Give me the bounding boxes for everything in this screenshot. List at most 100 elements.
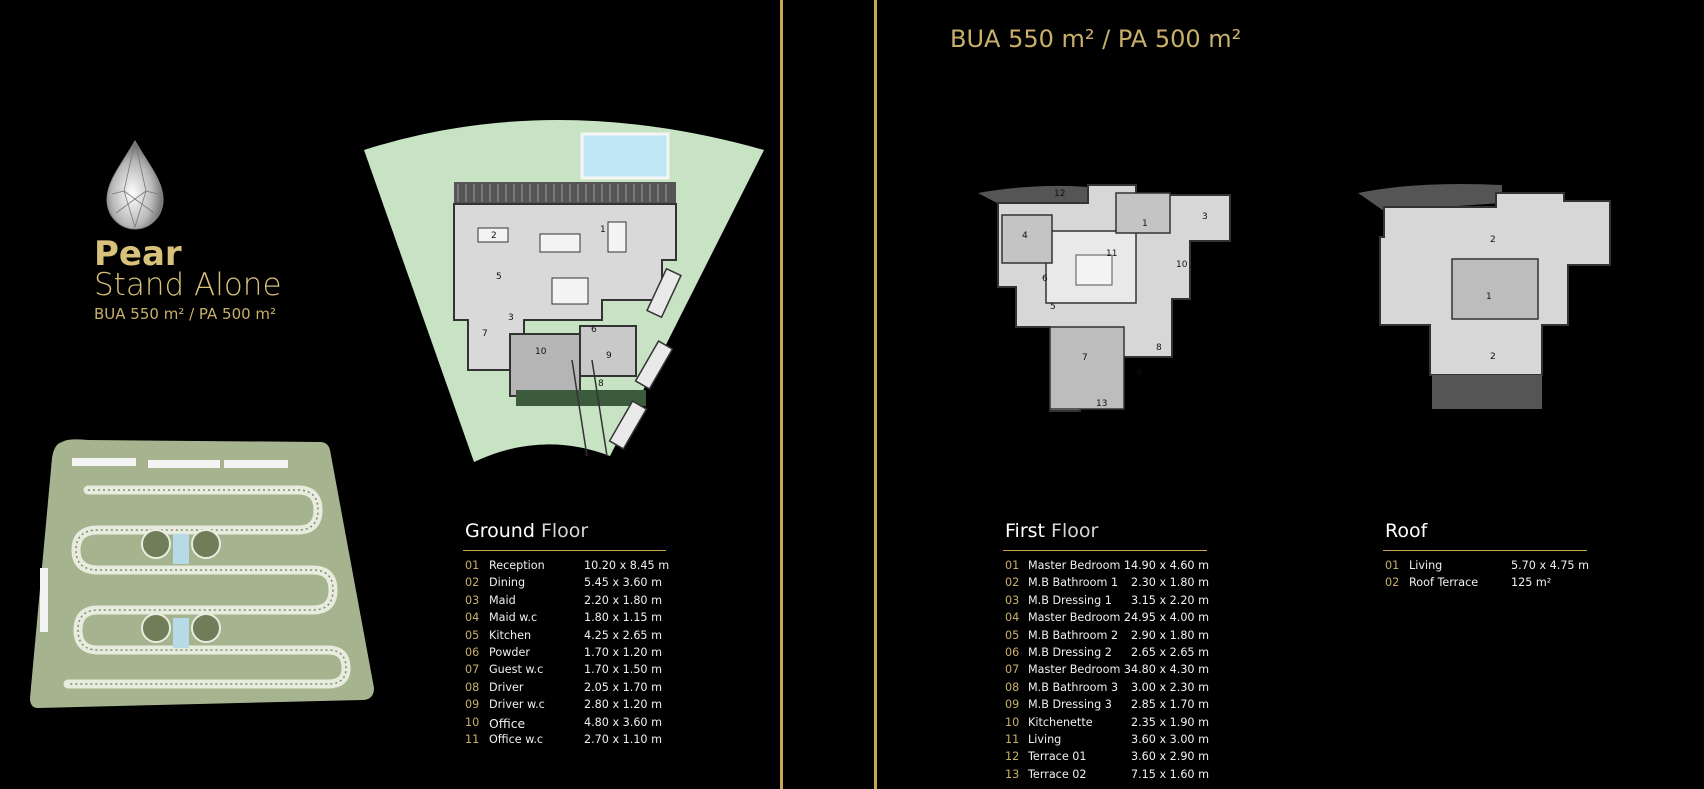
- first-floor-heading: First Floor: [1005, 520, 1098, 542]
- site-master-plan-image: [30, 439, 374, 708]
- room-name: M.B Bathroom 2: [1028, 628, 1119, 642]
- pear-diamond-icon: [106, 139, 164, 230]
- villa-subtitle: Stand Alone: [94, 267, 282, 303]
- room-dimensions: 4.80 x 3.60 m: [584, 715, 663, 729]
- room-dimensions: 4.90 x 4.60 m: [1131, 559, 1210, 572]
- room-name: Master Bedroom 2: [1028, 611, 1132, 625]
- room-row: 03 Maid 2.20 x 1.80 m: [465, 594, 725, 611]
- svg-text:2: 2: [1490, 235, 1496, 245]
- svg-text:7: 7: [482, 329, 488, 339]
- room-number: 01: [1385, 559, 1400, 572]
- room-name: Kitchenette: [1028, 715, 1093, 729]
- room-number: 09: [1005, 698, 1020, 712]
- room-name: Kitchen: [489, 628, 532, 642]
- room-number: 12: [1005, 750, 1020, 764]
- room-dimensions: 10.20 x 8.45 m: [584, 559, 670, 572]
- room-dimensions: 2.70 x 1.10 m: [584, 732, 663, 746]
- room-dimensions: 2.20 x 1.80 m: [584, 593, 663, 607]
- room-number: 11: [1005, 732, 1020, 746]
- villa-type-title: Pear: [94, 234, 182, 274]
- room-dimensions: 2.65 x 2.65 m: [1131, 645, 1210, 659]
- room-dimensions: 2.35 x 1.90 m: [1131, 715, 1210, 729]
- room-dimensions: 2.80 x 1.20 m: [584, 698, 663, 712]
- svg-text:2: 2: [491, 231, 497, 241]
- room-name: Maid w.c: [489, 611, 538, 625]
- room-name: Terrace 02: [1028, 767, 1087, 781]
- room-number: 08: [1005, 680, 1020, 694]
- room-row: 04 Maid w.c 1.80 x 1.15 m: [465, 611, 725, 628]
- room-name: Master Bedroom 1: [1028, 559, 1132, 572]
- room-row: 05 Kitchen 4.25 x 2.65 m: [465, 629, 725, 646]
- room-dimensions: 5.70 x 4.75 m: [1511, 559, 1590, 572]
- room-number: 07: [1005, 663, 1020, 677]
- room-dimensions: 1.70 x 1.20 m: [584, 645, 663, 659]
- room-number: 04: [465, 611, 480, 625]
- center-divider-right: [874, 0, 877, 789]
- room-number: 07: [465, 663, 480, 677]
- svg-text:1: 1: [1486, 292, 1492, 302]
- room-number: 03: [465, 593, 480, 607]
- svg-text:10: 10: [1176, 260, 1188, 270]
- room-name: Maid: [489, 593, 516, 607]
- room-dimensions: 2.90 x 1.80 m: [1131, 628, 1210, 642]
- room-row: 05 M.B Bathroom 2 2.90 x 1.80 m: [1005, 629, 1265, 646]
- room-number: 05: [465, 628, 480, 642]
- room-dimensions: 1.80 x 1.15 m: [584, 611, 663, 625]
- room-row: 10 Kitchenette 2.35 x 1.90 m: [1005, 716, 1265, 733]
- room-number: 13: [1005, 767, 1020, 781]
- svg-text:5: 5: [496, 272, 502, 282]
- svg-text:8: 8: [598, 379, 604, 389]
- ground-floor-heading-bold: Ground: [465, 520, 535, 542]
- room-name: Driver: [489, 680, 524, 694]
- room-dimensions: 2.30 x 1.80 m: [1131, 576, 1210, 590]
- first-floor-heading-bold: First: [1005, 520, 1045, 542]
- room-number: 01: [1005, 559, 1020, 572]
- ground-floor-heading: Ground Floor: [465, 520, 588, 542]
- area-summary-left: BUA 550 m² / PA 500 m²: [94, 305, 277, 323]
- room-dimensions: 2.85 x 1.70 m: [1131, 698, 1210, 712]
- svg-text:9: 9: [606, 351, 612, 361]
- room-number: 01: [465, 559, 480, 572]
- roof-plan: 122: [1358, 184, 1611, 409]
- room-dimensions: 2.05 x 1.70 m: [584, 680, 663, 694]
- first-floor-rule: [1003, 550, 1207, 551]
- svg-text:12: 12: [1054, 189, 1065, 199]
- svg-text:3: 3: [508, 313, 514, 323]
- room-number: 10: [1005, 715, 1020, 729]
- svg-text:13: 13: [1096, 399, 1107, 409]
- room-number: 09: [465, 698, 480, 712]
- svg-text:1: 1: [600, 225, 606, 235]
- room-dimensions: 4.25 x 2.65 m: [584, 628, 663, 642]
- room-name: Office: [489, 715, 526, 731]
- room-name: M.B Bathroom 1: [1028, 576, 1119, 590]
- area-summary-right: BUA 550 m² / PA 500 m²: [950, 25, 1242, 53]
- svg-text:10: 10: [535, 347, 547, 357]
- svg-text:11: 11: [1106, 249, 1117, 259]
- room-dimensions: 4.80 x 4.30 m: [1131, 663, 1210, 677]
- room-number: 02: [465, 576, 480, 590]
- ground-floor-heading-light: Floor: [540, 520, 589, 542]
- room-number: 06: [1005, 645, 1020, 659]
- room-dimensions: 3.60 x 3.00 m: [1131, 732, 1210, 746]
- svg-text:8: 8: [1156, 343, 1162, 353]
- room-number: 10: [465, 715, 480, 729]
- room-number: 05: [1005, 628, 1020, 642]
- room-dimensions: 3.00 x 2.30 m: [1131, 680, 1210, 694]
- room-name: M.B Dressing 1: [1028, 593, 1112, 607]
- room-dimensions: 3.15 x 2.20 m: [1131, 593, 1210, 607]
- svg-text:1: 1: [1142, 219, 1148, 229]
